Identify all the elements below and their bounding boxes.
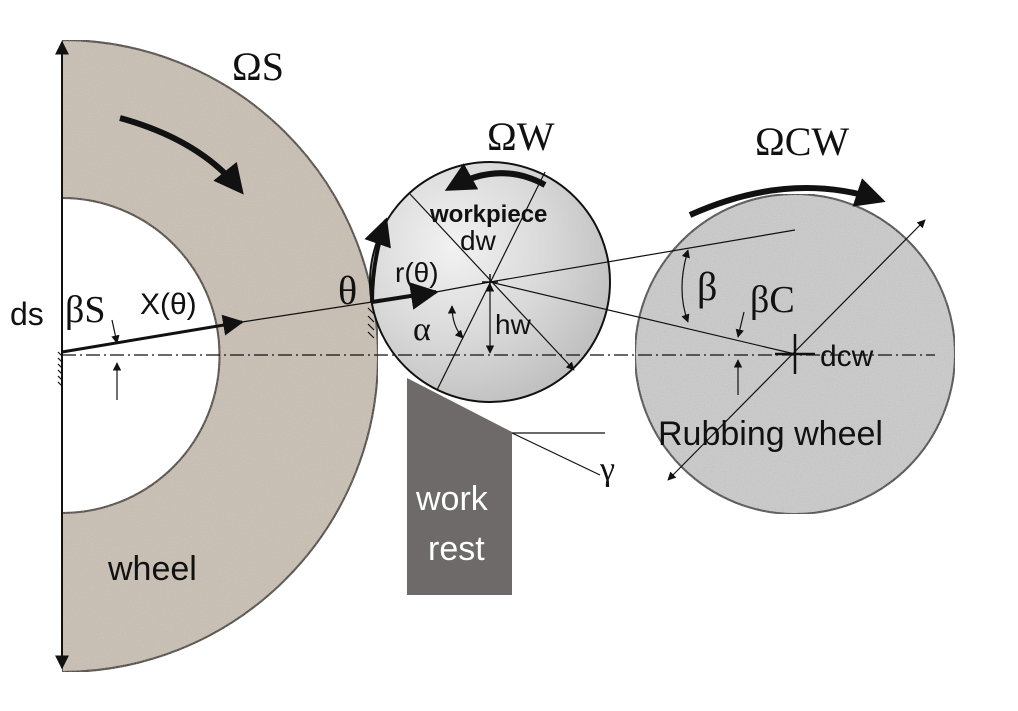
alpha-label: α (413, 311, 431, 348)
work-rest (407, 378, 512, 595)
beta-c-arrow-top (735, 311, 745, 338)
workpiece-rotation-arrow (444, 163, 547, 191)
wheel-rotation-arrow (119, 115, 244, 195)
ds-label: ds (10, 296, 44, 332)
x-theta-label: X(θ) (140, 288, 197, 321)
r-theta-line (371, 282, 439, 310)
gamma-label: γ (599, 451, 615, 488)
omega-s-label: ΩS (232, 44, 284, 89)
work-rest-label-line1: work (415, 480, 489, 518)
beta-label: β (697, 264, 717, 309)
theta-arc (364, 217, 391, 303)
workpiece-label: workpiece (429, 201, 547, 228)
rubbing-wheel-rotation-arrow (688, 178, 886, 218)
x-theta-line (61, 314, 245, 354)
r-theta-to-center (435, 281, 491, 293)
omega-cw-label: ΩCW (755, 119, 849, 164)
dw-label: dw (460, 225, 497, 256)
beta-s-arrow-top (111, 319, 120, 344)
work-rest-label-line2: rest (428, 530, 485, 568)
rubbing-wheel-label: Rubbing wheel (658, 415, 883, 453)
grinding-wheel (61, 38, 379, 674)
contact-hatch (367, 307, 375, 339)
wheel-pivot-hatch (57, 351, 63, 387)
workpiece-tangent-line (436, 171, 546, 391)
alpha-arc (447, 305, 464, 339)
omega-w-label: ΩW (487, 114, 555, 159)
dcw-dimension-line (667, 219, 926, 481)
gamma-slope-line (511, 432, 601, 476)
beta-c-label: βC (750, 279, 795, 321)
r-theta-label: r(θ) (395, 257, 439, 288)
wheel-label: wheel (107, 550, 197, 588)
connector-line (241, 301, 373, 323)
beta-s-label: βS (65, 289, 105, 331)
dcw-label: dcw (820, 340, 874, 373)
theta-label: θ (338, 268, 357, 313)
hw-label: hw (495, 309, 532, 340)
